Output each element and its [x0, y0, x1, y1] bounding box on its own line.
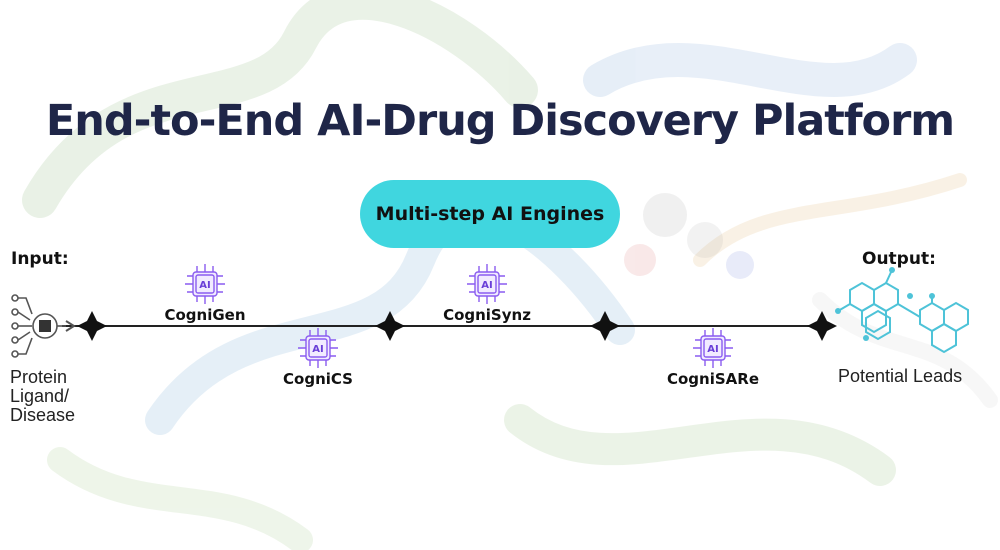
ai-chip-icon: AI: [185, 264, 225, 304]
input-line-ligand: Ligand/: [10, 386, 70, 406]
input-line-disease: Disease: [10, 405, 76, 425]
output-heading: Output:: [862, 249, 936, 269]
engine-name: CogniCS: [283, 370, 353, 388]
input-heading: Input:: [11, 249, 69, 269]
input-line-protein: Protein: [10, 367, 68, 387]
input-description: Protein Ligand/ Disease: [10, 368, 120, 425]
svg-text:AI: AI: [312, 344, 323, 355]
engine-name: CogniSARe: [666, 370, 759, 388]
svg-text:AI: AI: [481, 280, 492, 291]
engine-cognisynz: AI CogniSynz: [432, 262, 542, 324]
svg-text:AI: AI: [199, 280, 210, 291]
engine-cognisare: AI CogniSARe: [658, 326, 768, 388]
ai-chip-icon: AI: [693, 328, 733, 368]
svg-text:AI: AI: [707, 344, 718, 355]
page-title: End-to-End AI-Drug Discovery Platform: [45, 96, 955, 146]
engine-cognics: AI CogniCS: [263, 326, 373, 388]
ai-engines-label: Multi-step AI Engines: [375, 203, 605, 225]
engine-cognigen: AI CogniGen: [150, 262, 260, 324]
ai-chip-icon: AI: [467, 264, 507, 304]
engine-name: CogniGen: [164, 306, 246, 324]
ai-engines-pill: Multi-step AI Engines: [360, 180, 620, 248]
output-description: Potential Leads: [838, 366, 963, 386]
ai-chip-icon: AI: [298, 328, 338, 368]
engine-name: CogniSynz: [443, 306, 531, 324]
